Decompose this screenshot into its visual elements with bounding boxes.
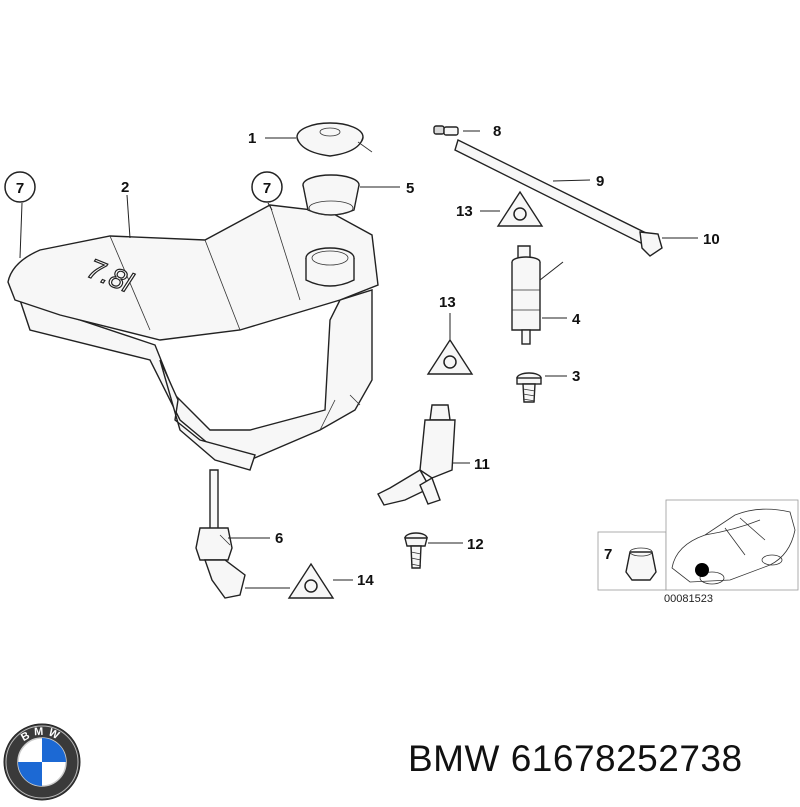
mounting-screw — [404, 532, 428, 569]
install-location-marker — [695, 563, 709, 577]
bmw-logo: BMW — [2, 722, 82, 802]
svg-text:7: 7 — [263, 180, 271, 197]
reservoir-cap — [296, 122, 373, 157]
warning-triangle-sensor — [287, 562, 335, 599]
callout-5: 5 — [406, 180, 414, 197]
headlight-washer-pump — [377, 404, 456, 506]
circled-callout-7-left: 7 — [4, 171, 36, 203]
svg-text:7: 7 — [16, 180, 24, 197]
callout-11: 11 — [474, 456, 490, 473]
callout-8: 8 — [493, 123, 501, 140]
callout-6: 6 — [275, 530, 283, 547]
callout-3: 3 — [572, 368, 580, 385]
callout-12: 12 — [467, 536, 484, 553]
location-inset: 7 00081523 — [597, 499, 799, 605]
callout-10: 10 — [703, 231, 720, 248]
hex-screw — [516, 372, 542, 403]
part-number: 61678252738 — [510, 738, 743, 779]
reference-code: 00081523 — [664, 593, 713, 605]
washer-hose-assembly — [433, 125, 663, 257]
warning-triangle-headlight-pump — [426, 338, 474, 375]
circled-callout-7-right: 7 — [251, 171, 283, 203]
callout-4: 4 — [572, 311, 581, 328]
washer-pump — [511, 245, 541, 345]
callout-13-pump: 13 — [456, 203, 473, 220]
washer-reservoir-tank: 7.8l — [7, 204, 379, 471]
callout-13-headlight: 13 — [439, 294, 456, 311]
callout-14: 14 — [357, 572, 374, 589]
callout-2: 2 — [121, 179, 129, 196]
callout-9: 9 — [596, 173, 604, 190]
brand-name: BMW — [408, 738, 500, 779]
callout-1: 1 — [248, 130, 256, 147]
fluid-level-sensor — [195, 469, 246, 599]
leader-lines — [19, 130, 698, 589]
filler-strainer — [302, 174, 360, 216]
part-title: BMW 61678252738 — [408, 738, 743, 780]
warning-triangle-pump — [496, 190, 544, 227]
inset-callout-7: 7 — [604, 546, 612, 563]
